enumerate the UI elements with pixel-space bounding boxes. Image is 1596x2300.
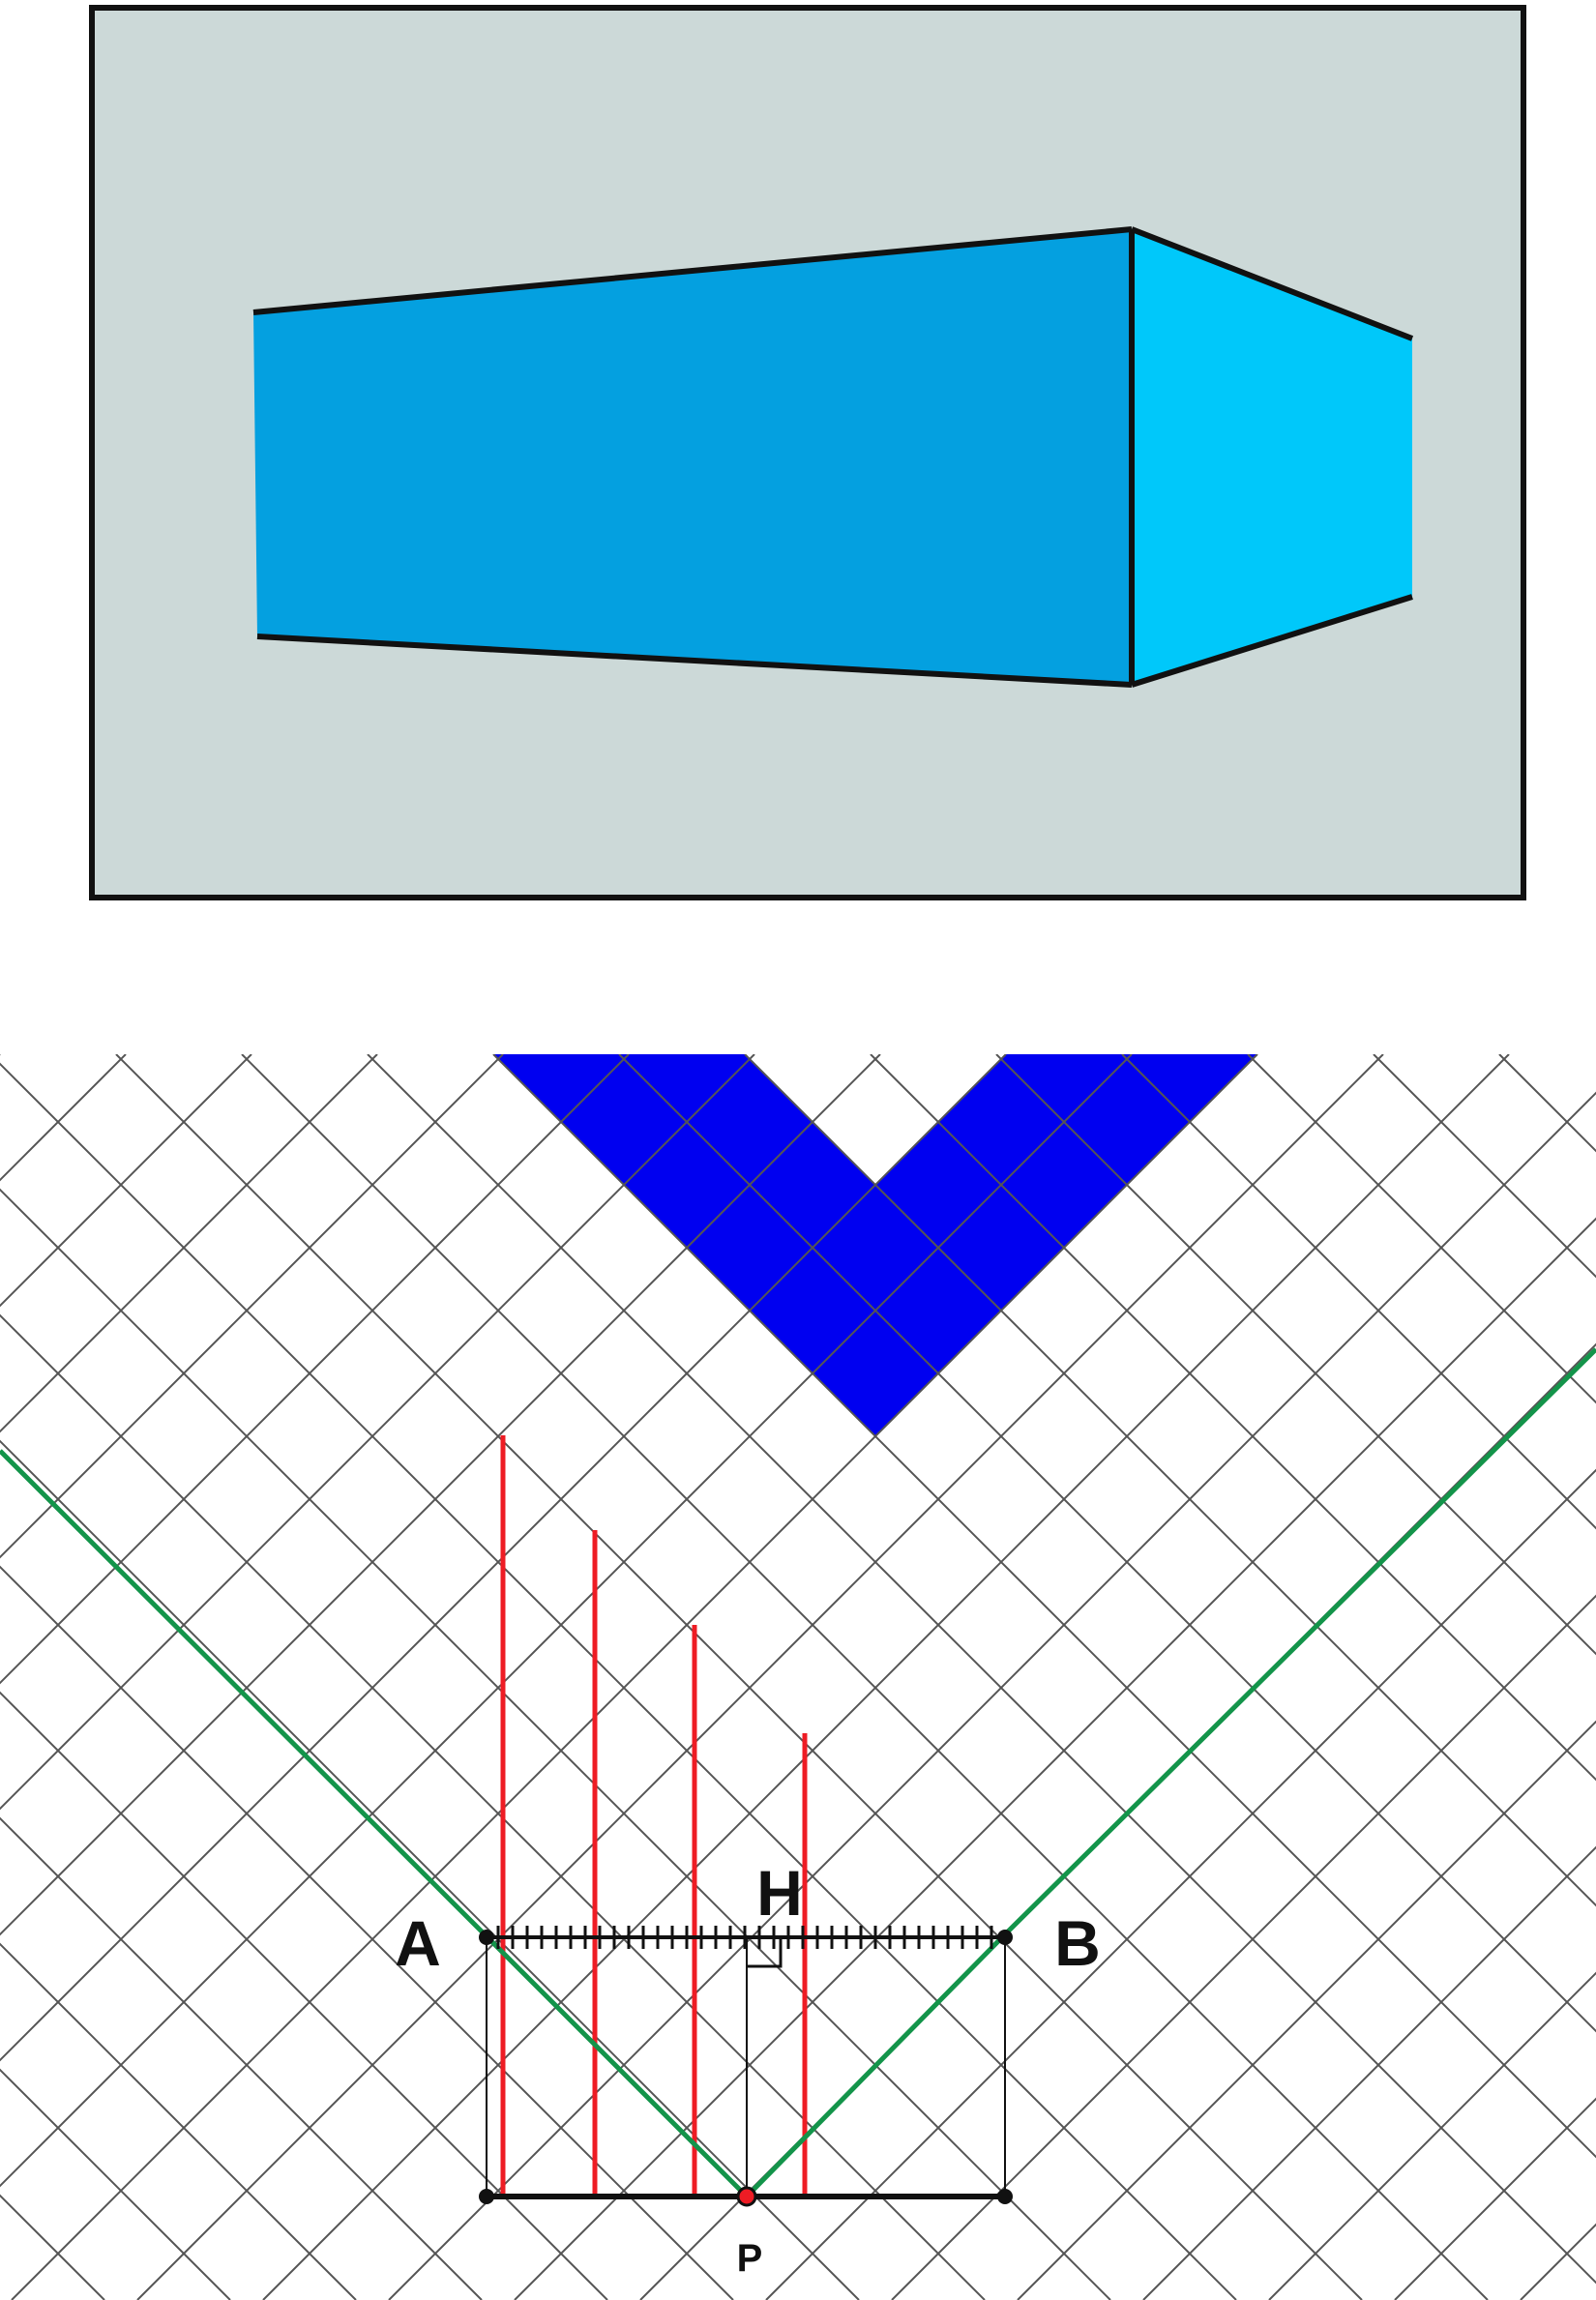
box-side-face xyxy=(1132,229,1412,685)
point-p-dot xyxy=(736,2186,757,2207)
label-a: A xyxy=(395,1907,441,1979)
vertex-dot xyxy=(479,2189,494,2204)
grid-line xyxy=(0,1054,630,1685)
grid-line xyxy=(241,1054,1489,2300)
grid-line xyxy=(1142,1845,1596,2300)
grid-line xyxy=(1520,2223,1596,2300)
sight-line-right xyxy=(745,1347,1596,2198)
grid-line xyxy=(995,1054,1596,1656)
box-side-bottom-edge xyxy=(1131,594,1413,688)
grid-line xyxy=(0,1054,881,1936)
grid-line xyxy=(1121,1054,1596,1530)
box-front-bottom-edge xyxy=(256,634,1133,688)
grid-line xyxy=(0,1188,1111,2300)
grid-line xyxy=(0,1565,734,2300)
grid-line xyxy=(0,1942,357,2300)
vertex-dot xyxy=(997,1930,1013,1945)
grid-line xyxy=(0,1816,483,2300)
diagonal-grid xyxy=(0,1054,1596,2300)
grid-line xyxy=(0,1054,252,1308)
grid-line xyxy=(891,1594,1596,2300)
vertex-dot xyxy=(997,2189,1013,2204)
grid-line xyxy=(0,1054,1007,2062)
grid-line xyxy=(1373,1054,1596,1279)
construction-lines xyxy=(479,1926,1013,2207)
blue-tile xyxy=(1122,1054,1257,1122)
box-perspective-figure xyxy=(89,5,1526,900)
box-side-top-edge xyxy=(1130,226,1414,341)
blue-tile xyxy=(493,1054,629,1122)
grid-line xyxy=(1017,1720,1596,2300)
right-angle-mark xyxy=(747,1937,783,1968)
grid-line xyxy=(262,1054,1510,2300)
projection-lines xyxy=(500,1435,808,2196)
grid-line xyxy=(0,1062,1237,2300)
grid-line xyxy=(1268,1971,1596,2300)
grid-line xyxy=(618,1054,1596,2033)
grid-line xyxy=(870,1054,1596,1782)
grid-line xyxy=(0,2068,231,2300)
label-h: H xyxy=(756,1857,803,1929)
grid-line xyxy=(492,1054,1596,2159)
grid-line xyxy=(765,1468,1596,2300)
grid-line xyxy=(136,1054,1384,2300)
grid-line xyxy=(1394,2097,1596,2300)
tiled-floor-construction: A B H P xyxy=(0,1054,1596,2300)
grid-line xyxy=(0,1054,378,1433)
box-front-face xyxy=(253,229,1132,685)
grid-line xyxy=(744,1054,1596,1907)
label-b: B xyxy=(1054,1907,1101,1979)
vertex-dot xyxy=(479,1930,494,1945)
box-front-top-edge xyxy=(252,226,1133,315)
grid-line xyxy=(0,1439,860,2300)
grid-line xyxy=(0,1054,755,1811)
grid-line xyxy=(0,1054,1133,2188)
grid-line xyxy=(367,1054,1596,2285)
grid-line xyxy=(1247,1054,1596,1404)
grid-line xyxy=(514,1217,1596,2300)
label-p: P xyxy=(737,2237,763,2280)
grid-line xyxy=(115,1054,1363,2300)
box-edges xyxy=(252,226,1414,688)
grid-line xyxy=(0,1054,504,1559)
sight-lines xyxy=(0,1347,1596,2198)
grid-line xyxy=(0,1691,608,2300)
grid-line xyxy=(11,1054,1258,2300)
grid-line xyxy=(0,1054,127,1182)
grid-line xyxy=(0,1313,986,2300)
